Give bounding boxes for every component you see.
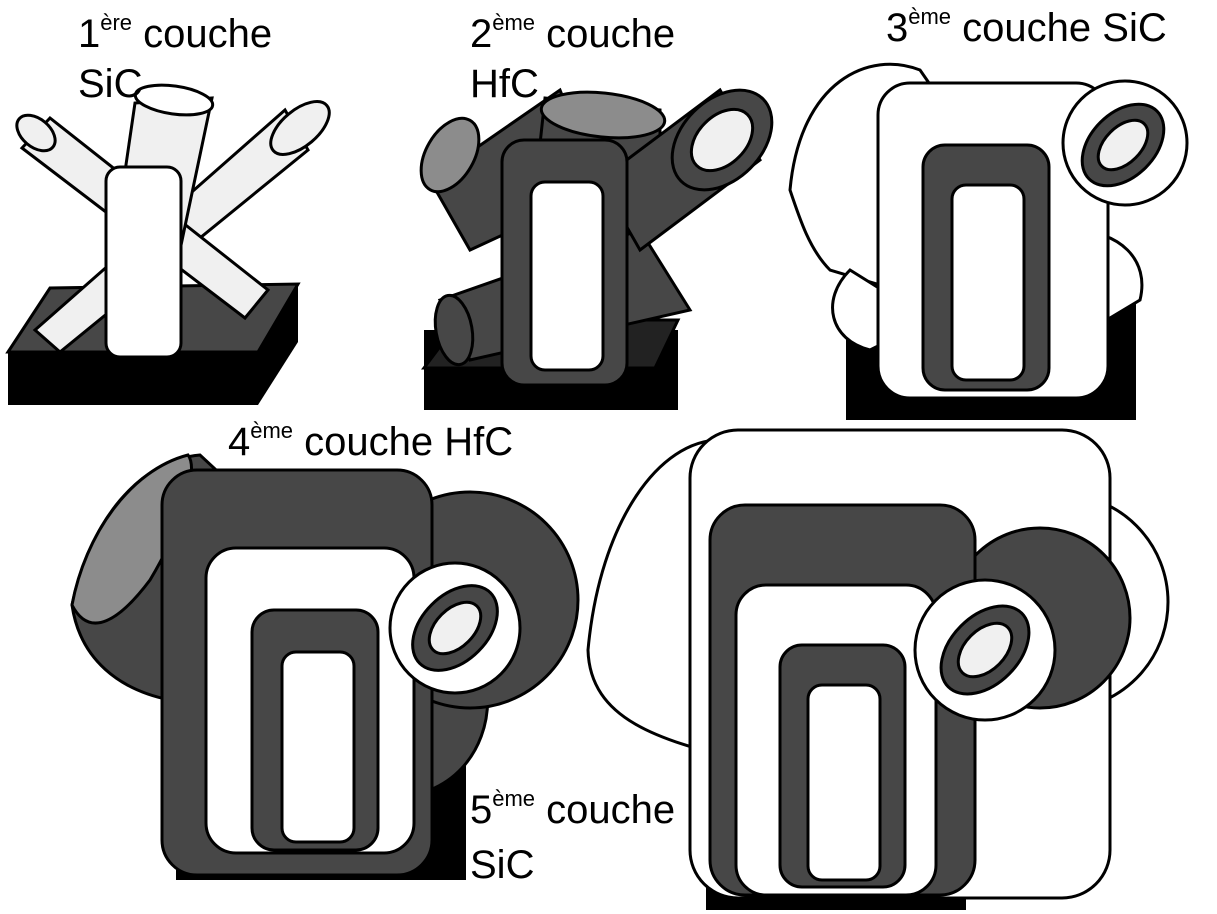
- fiber-1-front: [106, 167, 181, 357]
- label-layer-1-sup: ère: [100, 10, 132, 35]
- panel-layer-3: [790, 64, 1187, 420]
- label-layer-3: 3ème couche SiC: [886, 8, 1167, 48]
- label-layer-3-num: 3: [886, 6, 908, 50]
- label-layer-5-sup: ème: [492, 786, 535, 811]
- label-layer-2: 2ème couche: [470, 14, 675, 54]
- label-layer-2-num: 2: [470, 12, 492, 56]
- coated-front-4-core: [282, 652, 354, 842]
- label-layer-4-material: HfC: [444, 420, 513, 464]
- label-layer-5: 5ème couche: [470, 790, 675, 830]
- panel-layer-2: [409, 71, 791, 410]
- coated-front-2-core: [531, 182, 603, 370]
- label-layer-2-material: HfC: [470, 64, 539, 104]
- panel-layer-5: [588, 430, 1168, 910]
- label-layer-5-num: 5: [470, 788, 492, 832]
- label-layer-1-word: couche: [143, 12, 272, 56]
- label-layer-3-word: couche: [962, 6, 1091, 50]
- label-layer-4-sup: ème: [250, 418, 293, 443]
- panel-layer-1: [8, 81, 338, 405]
- label-layer-1: 1ère couche: [78, 14, 272, 54]
- label-layer-4-word: couche: [304, 420, 433, 464]
- coated-front-3-core: [952, 185, 1024, 380]
- label-layer-5-material: SiC: [470, 845, 534, 885]
- label-layer-3-material: SiC: [1102, 6, 1166, 50]
- label-layer-2-sup: ème: [492, 10, 535, 35]
- label-layer-4: 4ème couche HfC: [228, 422, 513, 462]
- coated-front-5-core: [808, 685, 880, 880]
- label-layer-3-sup: ème: [908, 4, 951, 29]
- label-layer-2-word: couche: [546, 12, 675, 56]
- label-layer-1-num: 1: [78, 12, 100, 56]
- label-layer-5-word: couche: [546, 788, 675, 832]
- label-layer-4-num: 4: [228, 420, 250, 464]
- label-layer-1-material: SiC: [78, 64, 142, 104]
